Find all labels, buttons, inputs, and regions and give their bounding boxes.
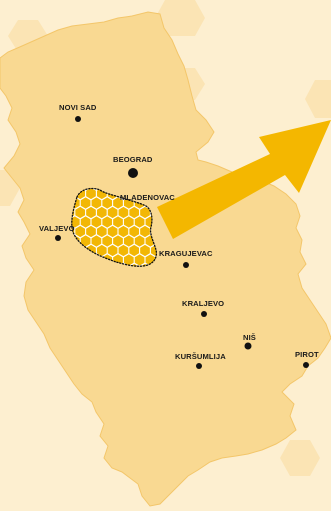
hex-cell (113, 235, 123, 247)
city-label-kursumlija: KURŠUMLIJA (175, 352, 226, 361)
hex-cell (134, 216, 145, 228)
city-dot (196, 363, 202, 369)
city-label-valjevo: VALJEVO (39, 224, 75, 233)
city-pirot: PIROT (295, 350, 319, 368)
city-label-nis: NIŠ (243, 333, 256, 342)
hex-cell (96, 225, 107, 238)
city-kraljevo: KRALJEVO (182, 299, 224, 317)
city-mladenovac: MLADENOVAC (120, 193, 175, 202)
city-label-kraljevo: KRALJEVO (182, 299, 224, 308)
hex-cell (134, 235, 145, 247)
city-dot (75, 116, 81, 122)
hex-cell (118, 225, 129, 238)
city-label-novi-sad: NOVI SAD (59, 103, 97, 112)
hex-cell (129, 206, 140, 219)
serbia-territory (0, 11, 331, 507)
city-dot (303, 362, 309, 368)
capital-dot (128, 168, 138, 178)
hex-cell (86, 188, 96, 200)
hex-cell (150, 244, 157, 257)
city-valjevo: VALJEVO (39, 224, 75, 241)
hex-cell (86, 225, 96, 238)
hex-cell (140, 206, 150, 219)
city-kragujevac: KRAGUJEVAC (159, 249, 213, 268)
hex-cell (96, 206, 107, 219)
hex-cell (107, 206, 118, 219)
hex-cell (107, 244, 118, 257)
direction-arrow (157, 120, 331, 239)
city-dot (55, 235, 61, 241)
hex-cell (91, 235, 102, 247)
hex-cell (123, 235, 134, 247)
city-label-pirot: PIROT (295, 350, 319, 359)
hex-cell (113, 197, 123, 209)
city-novi-sad: NOVI SAD (59, 103, 97, 122)
highlight-region-border (71, 187, 158, 267)
hex-cell (129, 244, 140, 257)
hex-cell (118, 244, 129, 257)
hex-cell (80, 216, 91, 228)
hex-cell (113, 216, 123, 228)
city-kursumlija: KURŠUMLIJA (175, 352, 226, 369)
hex-cell (134, 254, 145, 266)
city-beograd: BEOGRAD (113, 155, 153, 178)
hex-cell (129, 225, 140, 238)
hex-cell (80, 235, 91, 247)
hex-cell (102, 235, 113, 247)
city-dot (244, 342, 252, 350)
city-label-mladenovac: MLADENOVAC (120, 193, 175, 202)
city-nis: NIŠ (243, 333, 256, 350)
hex-cell (91, 216, 102, 228)
city-dot (183, 262, 189, 268)
hex-cell (86, 206, 96, 219)
city-label-beograd: BEOGRAD (113, 155, 153, 164)
hex-cell (140, 225, 150, 238)
hex-cell (75, 225, 86, 238)
hex-cell (123, 216, 134, 228)
hex-cell (80, 197, 91, 209)
hex-cell (123, 254, 134, 266)
hex-cell (96, 244, 107, 257)
city-dot (201, 311, 207, 317)
hex-cell (107, 225, 118, 238)
hex-cell (91, 197, 102, 209)
hex-cell (118, 206, 129, 219)
hex-cell (102, 216, 113, 228)
hex-cell (140, 244, 150, 257)
city-label-kragujevac: KRAGUJEVAC (159, 249, 213, 258)
hex-cell (75, 206, 86, 219)
hex-cell (102, 197, 113, 209)
